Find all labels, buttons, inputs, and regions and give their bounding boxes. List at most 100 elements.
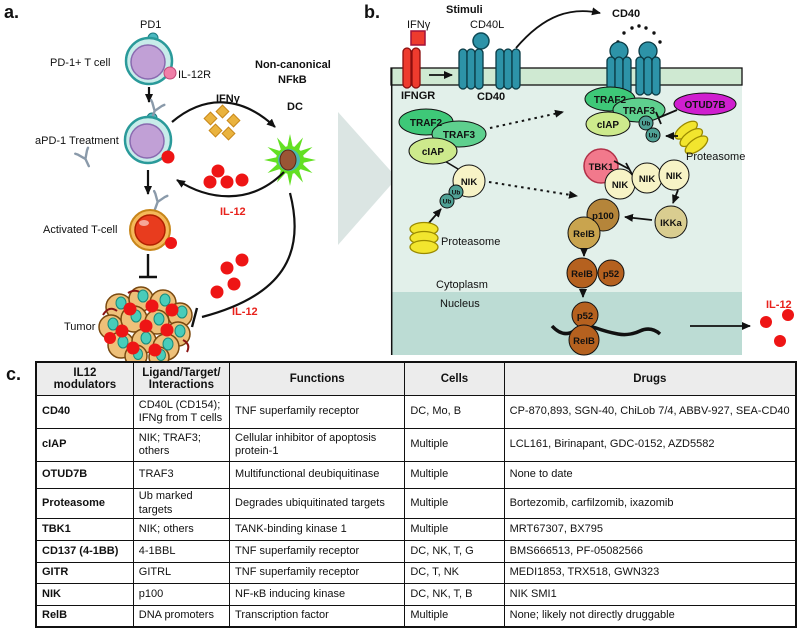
traf-complex-right: TRAF2 TRAF3 cIAP Ub Ub [584,86,666,143]
proteasome-left-label: Proteasome [441,236,500,248]
cell-function: Degrades ubiquitinated targets [229,488,406,519]
il12-dot-icon [161,150,175,164]
non-canonical-label-2: NFkB [278,74,307,86]
cell-ligand: NIK; others [132,518,231,541]
nik-label: NIK [666,171,683,182]
panel-b: b. Stimuli IFNγ CD40L IFNGR CD40 CD40 [364,2,794,356]
il12-arrow-to-tumor [201,192,296,319]
nik-ikka-arrow [672,189,680,204]
ciap-left-label: cIAP [422,147,445,158]
tbk1-inhibition-icon [613,160,634,177]
il12-dot-icon [165,237,177,249]
cell-function: Multifunctional deubiquitinase [229,461,406,489]
table-row: TBK1 NIK; others TANK-binding kinase 1 M… [35,518,797,541]
dc-label: DC [287,101,303,113]
cell-drugs: None to date [503,461,797,489]
ciap-right-label: cIAP [597,120,620,131]
activated-t-cell-icon [129,189,177,251]
cell-cells: Multiple [404,518,505,541]
cell-ligand: TRAF3 [132,461,231,489]
nucleus-region [391,292,742,355]
inhibition-bar-icon [139,254,157,279]
col-header-modulators: IL12 modulators [35,361,134,396]
cell-function: TNF superfamily receptor [229,562,406,584]
relb-p52-complex: RelB p52 [566,257,625,289]
traf3-right-label: TRAF3 [623,106,656,117]
apd1-treatment-label: aPD-1 Treatment [35,135,119,147]
cd40-top-label: CD40 [612,8,640,20]
cell-modulator: NIK [35,583,134,606]
panel-c-label: c. [6,364,22,384]
il12r-label: IL-12R [178,69,211,81]
col-header-functions: Functions [229,361,406,396]
panel-b-label: b. [364,2,380,22]
stimuli-label: Stimuli [446,4,483,16]
il12-output-label: IL-12 [766,299,792,311]
dendritic-cell-icon [264,134,316,186]
traf2-right-label: TRAF2 [594,95,627,106]
col-header-cells: Cells [404,361,505,396]
ifng-ligand-icon [410,30,426,46]
table-row: OTUD7B TRAF3 Multifunctional deubiquitin… [35,461,797,489]
table-row: NIK p100 NF-κB inducing kinase DC, NK, T… [35,583,797,606]
tumor-label: Tumor [64,321,96,333]
cell-function: TNF superfamily receptor [229,395,406,429]
ub-label: Ub [642,121,651,128]
cell-modulator: TBK1 [35,518,134,541]
ifng-arrow [171,101,276,128]
cell-ligand: Ub marked targets [132,488,231,519]
col-header-drugs: Drugs [503,361,797,396]
cell-ligand: CD40L (CD154); IFNg from T cells [132,395,231,429]
cell-ligand: 4-1BBL [132,540,231,563]
ub-label: Ub [452,190,461,197]
inhibition-bar-icon [190,307,199,328]
pd1-t-cell-label: PD-1+ T cell [50,57,110,69]
cd40-membrane-label: CD40 [477,91,505,103]
modulator-table: IL12 modulators Ligand/Target/ Interacti… [35,361,797,628]
cell-modulator: GITR [35,562,134,584]
il12-label-upper: IL-12 [220,206,246,218]
table-row: CD137 (4-1BB) 4-1BBL TNF superfamily rec… [35,540,797,563]
nik-left-label: NIK [461,177,478,188]
cell-cells: DC, Mo, B [404,395,505,429]
ifngr-label: IFNGR [401,90,435,102]
proteasome-right-label: Proteasome [686,151,745,163]
cell-drugs: NIK SMI1 [503,583,797,606]
cell-modulator: OTUD7B [35,461,134,489]
traf-complex-left: TRAF2 TRAF3 cIAP NIK Ub Ub [398,108,487,209]
ub-label: Ub [649,133,658,140]
cell-cells: DC, T, NK [404,562,505,584]
relb-label: RelB [571,269,593,280]
cell-cells: Multiple [404,428,505,462]
col-header-ligand: Ligand/Target/ Interactions [132,361,231,396]
traf2-left-label: TRAF2 [410,118,443,129]
pd1-label: PD1 [140,19,161,31]
cell-modulator: CD137 (4-1BB) [35,540,134,563]
cell-function: TNF superfamily receptor [229,540,406,563]
cell-drugs: LCL161, Birinapant, GDC-0152, AZD5582 [503,428,797,462]
non-canonical-label-1: Non-canonical [255,59,331,71]
dotted-arrow-nik [488,181,578,199]
ifng-label-a: IFNγ [216,93,241,105]
panel-a-label: a. [4,2,19,22]
cytoplasm-label: Cytoplasm [436,279,488,291]
table-row: Proteasome Ub marked targets Degrades ub… [35,488,797,519]
cell-cells: DC, NK, T, G [404,540,505,563]
il12-dots-icon [203,164,249,189]
proteasome-left-icon [409,221,439,255]
cell-function: Cellular inhibitor of apoptosis protein-… [229,428,406,462]
ikka-icon [654,205,688,239]
nik-label: NIK [639,174,656,185]
p52-label: p52 [577,311,593,322]
il12-dots-icon [760,309,794,347]
relb-label: RelB [573,336,595,347]
cell-ligand: NIK; TRAF3; others [132,428,231,462]
cell-drugs: BMS666513, PF-05082566 [503,540,797,563]
antibody-icon [147,189,169,214]
cell-modulator: Proteasome [35,488,134,519]
panel-transition-arrow-icon [338,112,397,245]
cell-function: TANK-binding kinase 1 [229,518,406,541]
il12-arrow-to-tcell [176,171,285,198]
membrane-icon [390,67,743,86]
traf3-left-label: TRAF3 [443,130,476,141]
